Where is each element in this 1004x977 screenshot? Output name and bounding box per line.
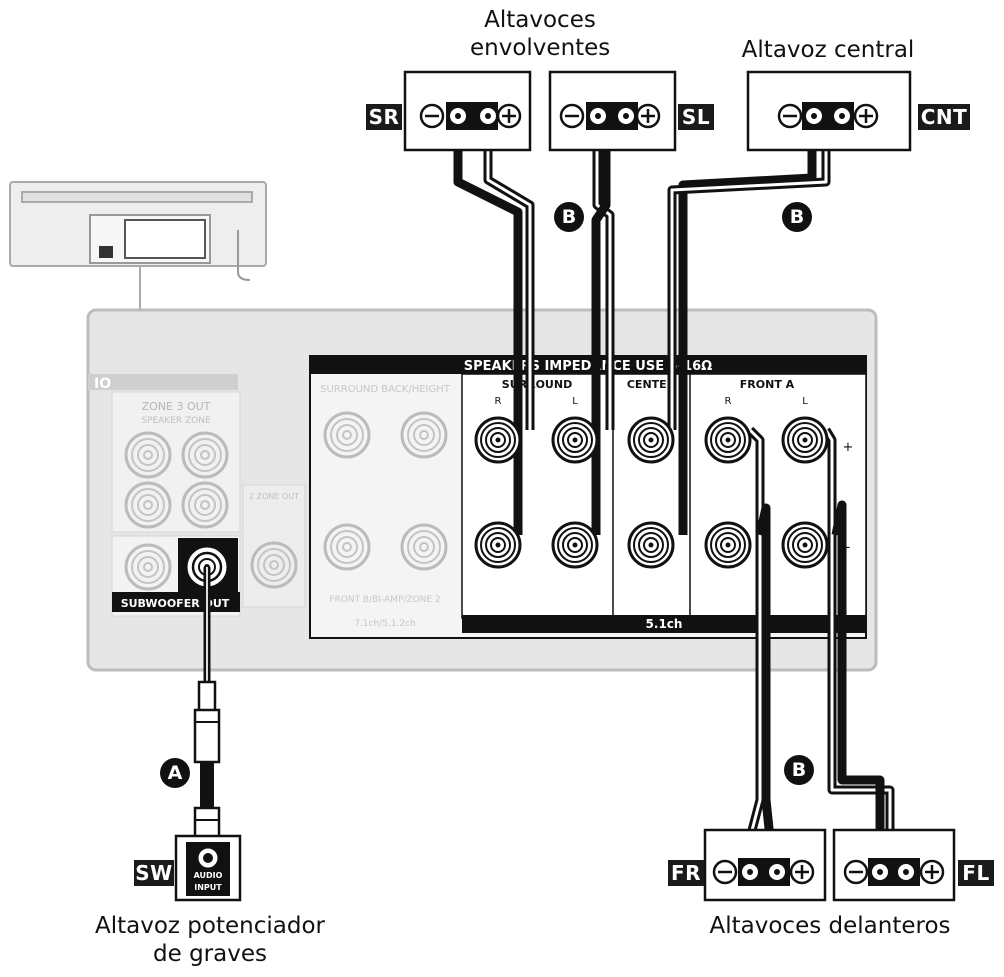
cable-marker-a: A bbox=[160, 758, 190, 788]
speakers-terminal-block: SPEAKERS IMPEDANCE USE 6-16Ω SURROUND BA… bbox=[309, 355, 867, 639]
io-label: IO bbox=[94, 376, 111, 392]
audio-label: AUDIO bbox=[194, 871, 223, 880]
front-r-label: R bbox=[725, 396, 732, 407]
front-a-group-label: FRONT A bbox=[740, 378, 795, 391]
center-group-label: CENTER bbox=[627, 378, 676, 391]
speaker-box-sr bbox=[403, 70, 532, 152]
surround-back-label: SURROUND BACK/HEIGHT bbox=[320, 384, 451, 395]
fivech-label: 5.1ch bbox=[646, 617, 683, 631]
left-faded-section: IO ZONE 3 OUT SPEAKER ZONE SUBWOOFER OUT… bbox=[88, 374, 306, 617]
cable-marker-b-front: B bbox=[784, 755, 814, 785]
tag-fr: FR bbox=[668, 860, 704, 886]
surround-r-label: R bbox=[495, 396, 502, 407]
zone3-out-label: ZONE 3 OUT bbox=[142, 400, 211, 413]
subwoofer-box: AUDIO INPUT bbox=[174, 834, 242, 902]
tag-sr: SR bbox=[366, 104, 402, 130]
subwoofer-caption: Altavoz potenciador de graves bbox=[95, 913, 325, 967]
zone2-out-label: 2 ZONE OUT bbox=[249, 492, 299, 501]
tag-cnt: CNT bbox=[918, 104, 970, 130]
front-caption: Altavoces delanteros bbox=[709, 913, 951, 939]
surround-caption: Altavoces envolventes bbox=[470, 7, 611, 61]
speaker-box-fr bbox=[703, 828, 827, 902]
input-label: INPUT bbox=[194, 883, 222, 892]
front-l-label: L bbox=[802, 396, 808, 407]
surround-l-label: L bbox=[572, 396, 578, 407]
tag-sl: SL bbox=[678, 104, 714, 130]
cable-marker-b-surround: B bbox=[554, 202, 584, 232]
tag-sw: SW bbox=[134, 860, 174, 886]
receiver-thumbnail bbox=[9, 181, 267, 310]
cable-marker-b-center: B bbox=[782, 202, 812, 232]
tag-fl: FL bbox=[958, 860, 994, 886]
speaker-box-fl bbox=[832, 828, 956, 902]
ch71-label: 7.1ch/5.1.2ch bbox=[354, 619, 416, 629]
surround-group-label: SURROUND bbox=[502, 378, 572, 391]
rca-cable bbox=[193, 680, 221, 850]
front-b-label: FRONT B/BI-AMP/ZONE 2 bbox=[329, 595, 440, 605]
speaker-box-center bbox=[746, 70, 912, 152]
plus-label: + bbox=[843, 440, 854, 455]
subwoofer-out-label: SUBWOOFER OUT bbox=[121, 597, 230, 610]
speaker-box-sl bbox=[548, 70, 677, 152]
center-caption: Altavoz central bbox=[741, 37, 915, 63]
speaker-zone-label: SPEAKER ZONE bbox=[141, 416, 211, 426]
minus-label: - bbox=[846, 540, 851, 555]
